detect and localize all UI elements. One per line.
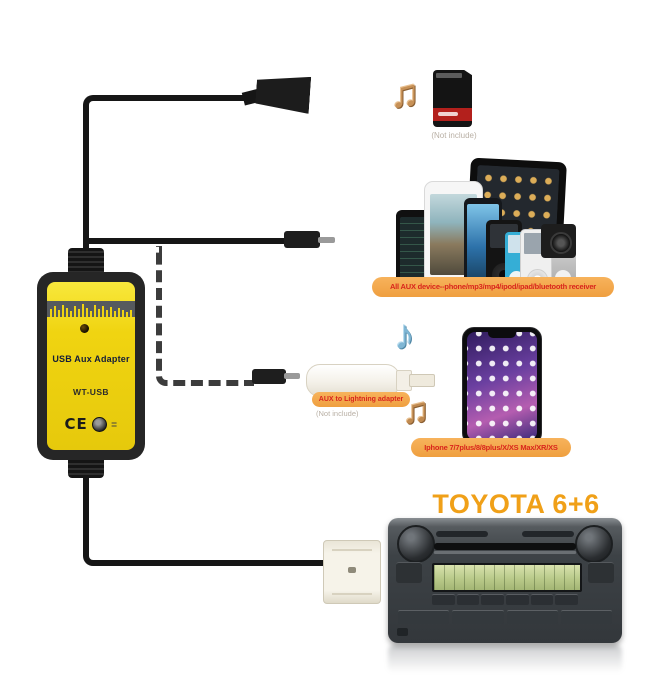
music-note-icon: ♫ bbox=[390, 72, 420, 116]
stereo-preset-buttons bbox=[432, 594, 579, 605]
lightning-not-include-note: (Not include) bbox=[316, 409, 359, 418]
stereo-button bbox=[588, 562, 614, 583]
aux-jack2-tip bbox=[284, 373, 300, 379]
sd-not-include-note: (Not include) bbox=[431, 131, 477, 140]
headunit-cable bbox=[83, 458, 325, 566]
stereo-button bbox=[555, 594, 579, 605]
cd-slot-lip bbox=[434, 551, 576, 554]
stereo-button bbox=[432, 594, 455, 605]
stereo-mini-button bbox=[397, 628, 408, 636]
adapter-model: WT-USB bbox=[73, 387, 109, 397]
iphone-screen bbox=[467, 332, 537, 440]
aux-jack-icon bbox=[284, 231, 320, 248]
sd-card-label-band bbox=[433, 108, 472, 121]
dashed-optional-cable bbox=[156, 246, 254, 386]
toyota-6plus6-connector-icon bbox=[323, 540, 381, 604]
connector-detail bbox=[332, 549, 372, 551]
stereo-button bbox=[560, 610, 612, 624]
stereo-button bbox=[481, 594, 505, 605]
stereo-vent bbox=[522, 531, 574, 537]
camera-icon bbox=[541, 224, 576, 258]
connector-detail bbox=[332, 593, 372, 595]
certification-row: CE ≣ bbox=[47, 415, 135, 433]
cd-slot bbox=[434, 543, 576, 550]
sd-card-contacts bbox=[436, 73, 462, 78]
cert-circle-icon bbox=[91, 416, 107, 432]
stereo-vent bbox=[436, 531, 488, 537]
stereo-button bbox=[398, 610, 450, 624]
cert-extra-icon: ≣ bbox=[110, 419, 118, 429]
aux-cable bbox=[86, 238, 286, 244]
lightning-plug-icon bbox=[409, 374, 435, 387]
equalizer-bars-icon bbox=[50, 304, 132, 317]
sd-card-icon bbox=[433, 70, 472, 127]
aux-jack2-icon bbox=[252, 369, 286, 384]
ce-mark: CE bbox=[64, 415, 88, 433]
usb-cable bbox=[83, 95, 257, 263]
stereo-button bbox=[506, 610, 558, 624]
stereo-button bbox=[506, 594, 529, 605]
iphone-notch bbox=[488, 332, 516, 338]
volume-knob bbox=[397, 525, 435, 563]
headunit-title: TOYOTA 6+6 bbox=[432, 489, 600, 519]
equalizer-graphic bbox=[47, 301, 135, 317]
stereo-function-buttons bbox=[398, 610, 612, 624]
tune-knob bbox=[575, 525, 613, 563]
usb-female-connector-icon bbox=[255, 73, 311, 114]
lightning-adapter-label: AUX to Lightning adapter bbox=[312, 392, 410, 407]
sd-card-brand-mark bbox=[438, 112, 458, 116]
iphone-x-icon bbox=[462, 327, 542, 445]
iphone-models-label: Iphone 7/7plus/8/8plus/X/XS Max/XR/XS bbox=[411, 438, 571, 457]
connector-detail bbox=[348, 567, 356, 573]
adapter-title: USB Aux Adapter bbox=[52, 354, 130, 364]
stereo-button bbox=[530, 594, 554, 605]
stereo-reflection bbox=[388, 645, 622, 673]
aux-devices-label: All AUX device--phone/mp3/mp4/ipod/ipad/… bbox=[372, 277, 614, 297]
aux-jack-tip bbox=[318, 237, 335, 243]
car-stereo-icon bbox=[388, 518, 622, 643]
led-indicator bbox=[80, 324, 89, 333]
stereo-button bbox=[452, 610, 504, 624]
cable-strain-relief-top bbox=[68, 248, 104, 276]
camera-lens bbox=[549, 232, 572, 254]
stereo-display bbox=[432, 563, 582, 592]
stereo-button bbox=[396, 562, 422, 583]
stereo-button bbox=[456, 594, 480, 605]
music-note-blue-icon: ♪ bbox=[394, 311, 415, 358]
